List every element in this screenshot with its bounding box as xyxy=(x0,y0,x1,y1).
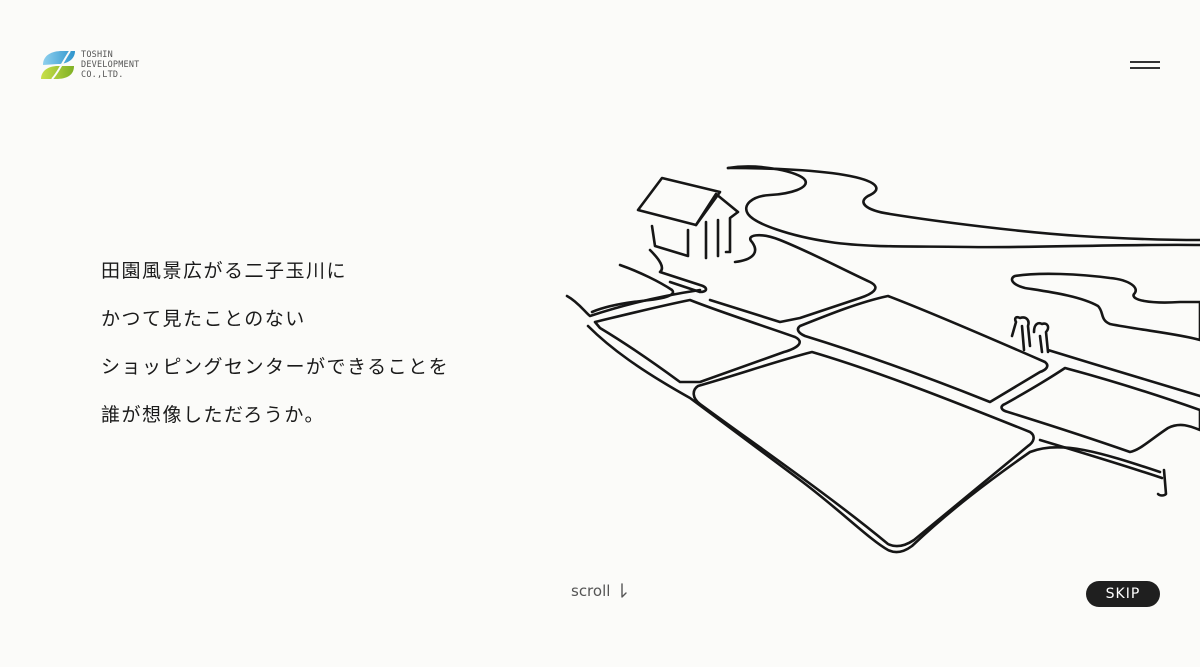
logo-line-2: DEVELOPMENT xyxy=(81,60,140,70)
intro-line-1: 田園風景広がる二子玉川に xyxy=(101,260,348,282)
intro-line-3: ショッピングセンターができることを xyxy=(101,356,450,378)
scroll-indicator[interactable]: scroll xyxy=(571,582,628,600)
intro-line-2: かつて見たことのない xyxy=(101,308,306,330)
menu-bar-top xyxy=(1130,61,1160,63)
site-header: TOSHIN DEVELOPMENT CO.,LTD. xyxy=(0,0,1200,110)
skip-button[interactable]: SKIP xyxy=(1086,581,1160,607)
menu-bar-bottom xyxy=(1130,67,1160,69)
logo-line-1: TOSHIN xyxy=(81,50,113,60)
logo-wordmark: TOSHIN DEVELOPMENT CO.,LTD. xyxy=(81,50,140,80)
intro-line-4: 誰が想像しただろうか。 xyxy=(101,404,325,426)
down-arrow-icon xyxy=(621,583,628,598)
line-drawing-fields-house-people-icon xyxy=(565,165,1200,554)
hamburger-menu-icon[interactable] xyxy=(1122,52,1168,78)
logo-line-3: CO.,LTD. xyxy=(81,70,124,80)
toshin-leaf-logo-icon xyxy=(41,50,75,80)
company-logo[interactable]: TOSHIN DEVELOPMENT CO.,LTD. xyxy=(40,49,140,81)
scroll-label: scroll xyxy=(571,582,611,600)
intro-text: 田園風景広がる二子玉川に かつて見たことのない ショッピングセンターができること… xyxy=(101,247,541,439)
